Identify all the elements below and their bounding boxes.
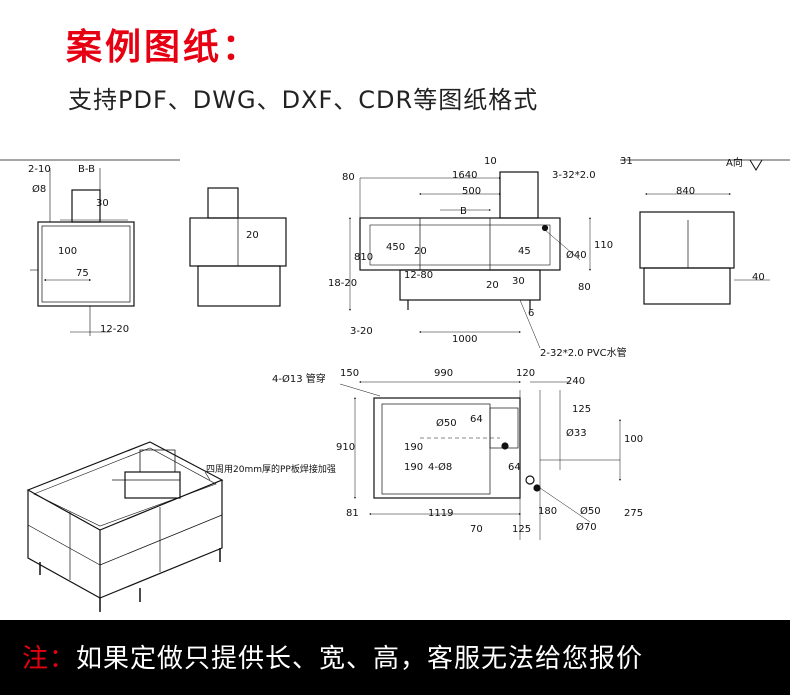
dim-label: Ø50: [436, 417, 457, 429]
dim-label: B-B: [78, 164, 95, 175]
dim-label: 240: [566, 376, 585, 387]
dim-label: 910: [336, 442, 355, 453]
technical-drawing: 2-10 B-B Ø8 30 100 75 12-20 20 80 1640 1…: [0, 156, 790, 612]
plan-view: [339, 381, 621, 540]
section-view-left: [30, 168, 135, 336]
footer-note-prefix: 注：: [22, 644, 77, 674]
dim-label: 64: [470, 414, 483, 425]
dim-label: 6: [528, 308, 534, 319]
dim-label: 1640: [452, 170, 477, 181]
dim-label: 3-32*2.0: [552, 170, 596, 181]
dim-label: 110: [594, 240, 613, 251]
dim-label: 120: [516, 368, 535, 379]
dim-label: 81: [346, 508, 359, 519]
dim-label: Ø40: [566, 249, 587, 261]
a-view: [639, 159, 770, 305]
dim-label: 70: [470, 524, 483, 535]
dim-label: 20: [486, 280, 499, 291]
dim-label: 3-20: [350, 326, 373, 337]
dim-label: 275: [624, 508, 643, 519]
dim-label: 80: [342, 172, 355, 183]
dim-label: 4-Ø8: [428, 461, 452, 473]
dim-label: 12-20: [100, 324, 129, 335]
iso-label: 四周用20mm厚的PP板焊接加强: [206, 463, 336, 475]
dim-label: 64: [508, 462, 521, 473]
footer-note: 注：如果定做只提供长、宽、高，客服无法给您报价: [22, 638, 643, 675]
format-subtitle: 支持PDF、DWG、DXF、CDR等图纸格式: [68, 86, 539, 114]
dim-label: 125: [512, 524, 531, 535]
front-view: [349, 171, 591, 349]
dim-label: 190: [404, 442, 423, 453]
dim-label: 30: [96, 198, 109, 209]
dim-label: 1119: [428, 508, 453, 519]
dim-label: 810: [354, 252, 373, 263]
dim-label: 20: [246, 230, 259, 241]
dim-label: 20: [414, 246, 427, 257]
dim-label: 450: [386, 242, 405, 253]
dim-label: 500: [462, 186, 481, 197]
dim-label: B: [460, 206, 467, 217]
dim-label: 100: [624, 434, 643, 445]
dim-label: 45: [518, 246, 531, 257]
dim-label: 75: [76, 268, 89, 279]
dim-label: 150: [340, 368, 359, 379]
dim-label: 990: [434, 368, 453, 379]
dim-label: 190: [404, 462, 423, 473]
dim-label: Ø8: [32, 183, 46, 195]
dim-label: 125: [572, 404, 591, 415]
footer-note-text: 如果定做只提供长、宽、高，客服无法给您报价: [76, 644, 644, 674]
dim-label: 4-Ø13 管穿: [272, 372, 326, 385]
dim-label: 18-20: [328, 278, 357, 289]
dim-label: 2-10: [28, 164, 51, 175]
dim-label: 12-80: [404, 270, 433, 281]
pipe-label: 2-32*2.0 PVC水管: [540, 346, 627, 359]
dim-label: 30: [512, 276, 525, 287]
dim-label: 180: [538, 506, 557, 517]
side-view-middle: [189, 187, 287, 307]
dim-label: 31: [620, 156, 633, 167]
dim-label: 1000: [452, 334, 477, 345]
view-label: A向: [726, 156, 743, 169]
page-title: 案例图纸：: [66, 27, 262, 68]
dim-label: 840: [676, 186, 695, 197]
dim-label: 100: [58, 246, 77, 257]
dim-label: 10: [484, 156, 497, 167]
dim-label: Ø33: [566, 427, 587, 439]
dim-label: Ø50: [580, 505, 601, 517]
isometric-tank: [26, 441, 224, 612]
dim-label: Ø70: [576, 521, 597, 533]
dim-label: 80: [578, 282, 591, 293]
dim-label: 40: [752, 272, 765, 283]
footer-bar: 注：如果定做只提供长、宽、高，客服无法给您报价: [0, 620, 790, 695]
